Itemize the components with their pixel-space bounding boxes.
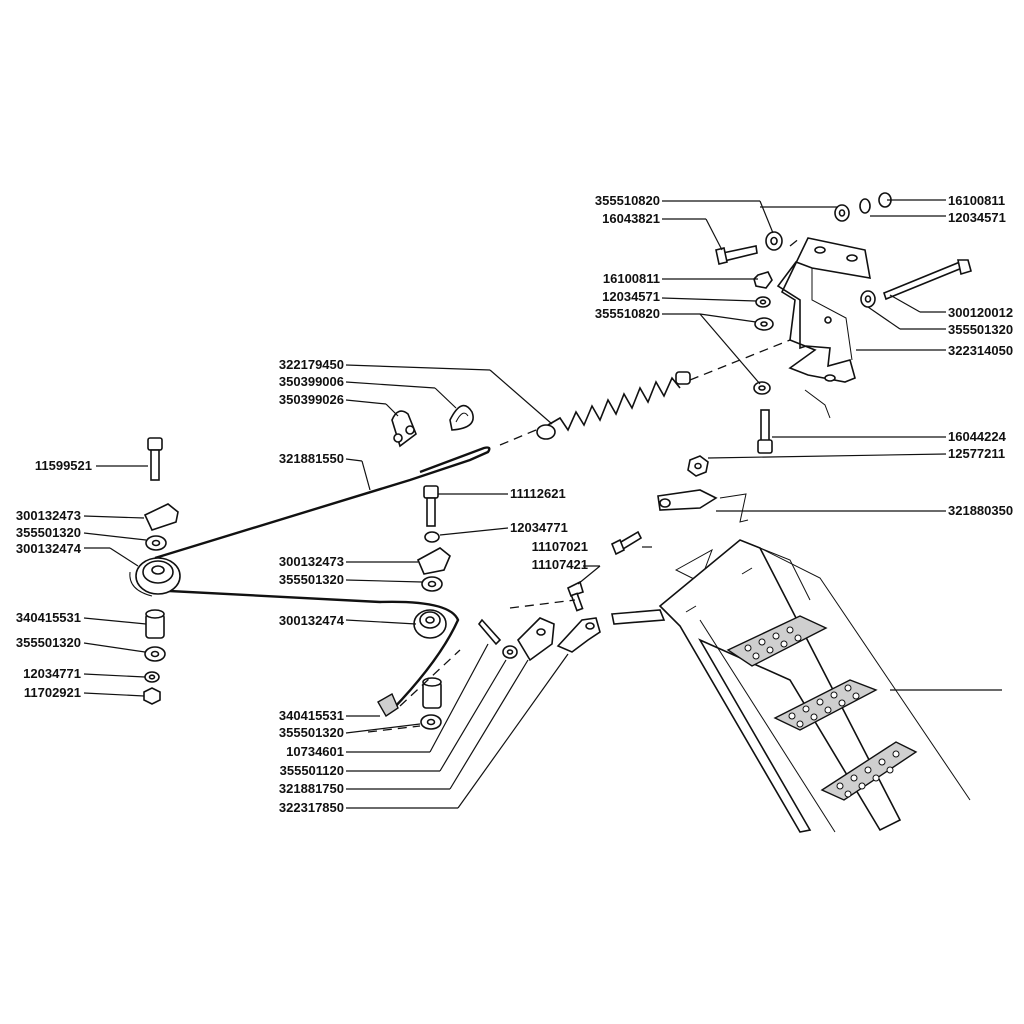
part-number-label: 10734601 [286,744,344,759]
part-number-label: 355501320 [279,725,344,740]
part-number-label: 16044224 [948,429,1007,444]
part-number-label: 355510820 [595,193,660,208]
part-number-label: 355501120 [280,763,344,778]
part-number-label: 350399026 [279,392,344,407]
pulley-icon [129,557,181,597]
mounting-bracket-icon [776,237,871,419]
cable-icon [149,446,491,717]
spacer-icon [420,677,442,730]
part-number-label: 322314050 [948,343,1013,358]
part-number-label: 300132474 [279,613,345,628]
vertical-bolt-icon [757,409,773,454]
washer-icon [753,192,892,395]
nut-icon [687,455,709,477]
bolt-icon-middle [416,485,451,592]
link-plate-icon [516,617,555,662]
long-bolt-icon [883,259,972,301]
cable-clamp-icon [391,410,417,448]
tension-spring-icon [536,371,691,440]
part-number-label: 16043821 [602,211,660,226]
bushing-icon [143,609,166,705]
lever-icon [556,580,601,653]
part-number-label: 321881550 [279,451,344,466]
part-number-label: 355501320 [16,525,81,540]
thimble-icon [449,404,474,431]
part-number-label: 300132474 [16,541,82,556]
part-number-label: 322179450 [279,357,344,372]
part-number-label: 11702921 [24,685,81,700]
part-number-label: 322317850 [279,800,344,815]
plate-icon-left [143,503,179,551]
part-number-label: 321880350 [948,503,1013,518]
bolt-icon-small [610,530,643,556]
part-number-label: 12034571 [602,289,660,304]
part-number-label: 11107021 [532,539,588,554]
bolt-icon [715,245,758,265]
part-number-label: 355501320 [16,635,81,650]
part-number-label: 355501320 [948,322,1013,337]
bolt-icon-left [147,437,163,481]
part-number-label: 340415531 [16,610,81,625]
part-number-label: 12034571 [948,210,1006,225]
part-number-label: 11112621 [510,486,566,501]
leader-lines [83,199,1002,809]
part-number-label: 355510820 [595,306,660,321]
part-number-label: 340415531 [279,708,344,723]
part-number-label: 16100811 [948,193,1005,208]
pulley-icon-2 [413,609,447,639]
part-number-label: 321881750 [279,781,344,796]
part-number-label: 11599521 [35,458,92,473]
part-number-label: 12577211 [948,446,1005,461]
step-ladder-icon [611,539,971,833]
part-number-label: 300120012 [948,305,1013,320]
part-number-label: 350399006 [279,374,344,389]
part-number-label: 12034771 [510,520,568,535]
part-number-label: 12034771 [23,666,81,681]
part-number-labels: 355510820 16043821 16100811 12034571 161… [16,193,1013,815]
part-number-label: 300132473 [279,554,344,569]
part-number-label: 300132473 [16,508,81,523]
part-number-label: 11107421 [532,557,588,572]
cotter-pin-icon [477,618,518,659]
part-number-label: 355501320 [279,572,344,587]
part-number-label: 16100811 [603,271,660,286]
clevis-icon [657,489,749,523]
